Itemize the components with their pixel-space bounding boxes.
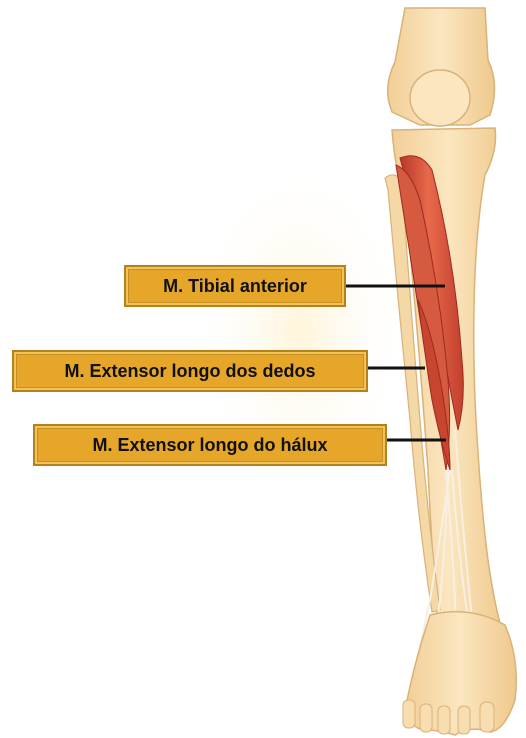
label-extensor-hallucis-longus: M. Extensor longo do hálux [33, 424, 387, 466]
patella-bone [410, 70, 470, 126]
label-tibialis-anterior: M. Tibial anterior [124, 265, 346, 307]
label-extensor-digitorum-longus: M. Extensor longo dos dedos [12, 350, 368, 392]
